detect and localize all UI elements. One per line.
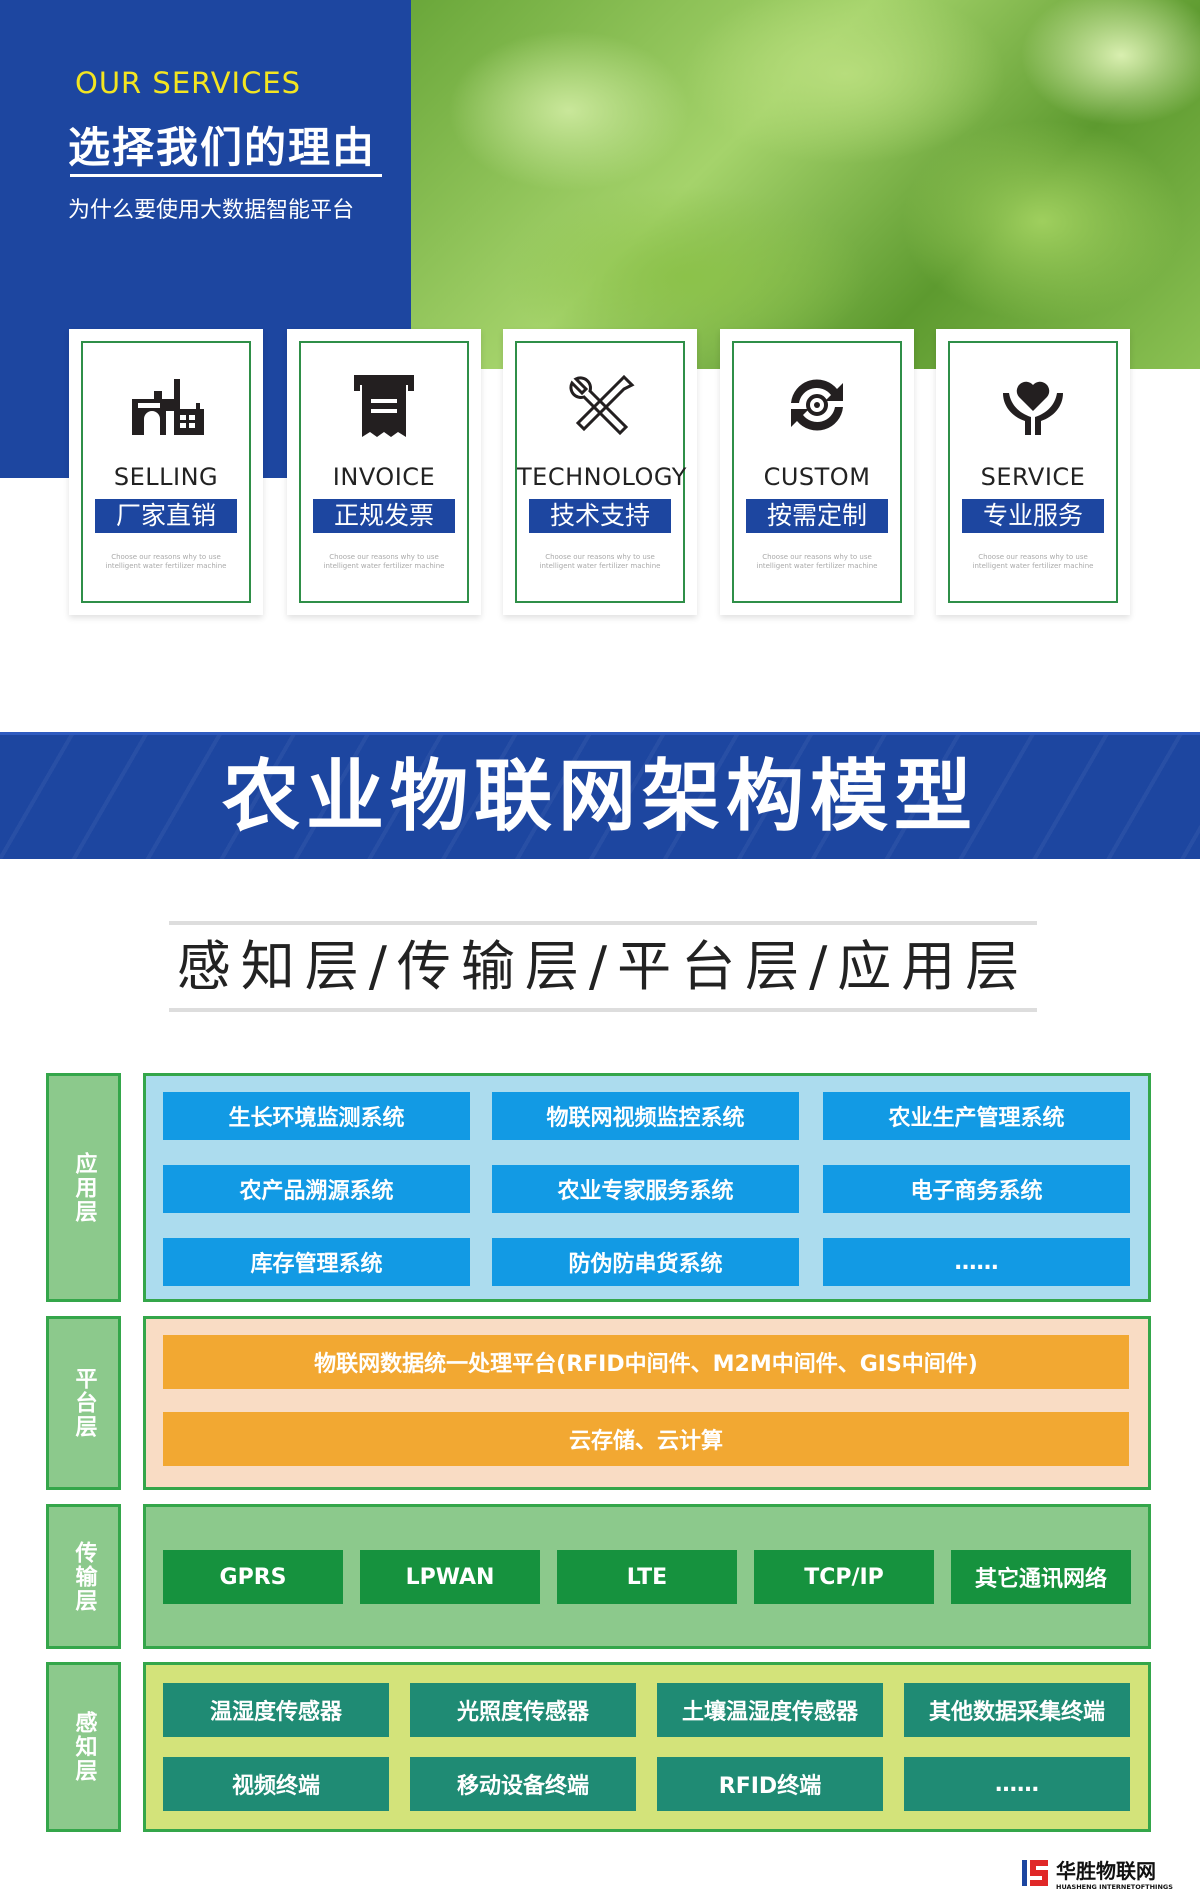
application-item: 生长环境监测系统: [163, 1092, 470, 1140]
card-title-en: TECHNOLOGY: [517, 463, 687, 491]
card-title-cn: 专业服务: [962, 499, 1104, 533]
card-title-cn: 正规发票: [313, 499, 455, 533]
factory-icon: [126, 379, 206, 445]
card-title-en: CUSTOM: [763, 463, 871, 491]
label-transport-layer: 传输层: [46, 1504, 121, 1649]
divider: [169, 1008, 1037, 1012]
application-item: 农业生产管理系统: [823, 1092, 1130, 1140]
section-subtitle: 为什么要使用大数据智能平台: [68, 198, 355, 223]
card-description: Choose our reasons why to use intelligen…: [323, 553, 445, 570]
divider: [169, 921, 1037, 925]
perception-layer: 温湿度传感器光照度传感器土壤温湿度传感器其他数据采集终端视频终端移动设备终端 RF…: [143, 1662, 1151, 1832]
tools-icon: [560, 374, 640, 445]
service-card[interactable]: SELLING 厂家直销 Choose our reasons why to u…: [69, 329, 263, 615]
refresh-gear-icon: [777, 379, 857, 445]
divider: [70, 174, 382, 177]
eyebrow: OUR SERVICES: [75, 66, 302, 100]
card-description: Choose our reasons why to use intelligen…: [539, 553, 661, 570]
application-item: 防伪防串货系统: [492, 1238, 799, 1286]
card-title-cn: 技术支持: [529, 499, 671, 533]
service-card[interactable]: INVOICE 正规发票 Choose our reasons why to u…: [287, 329, 481, 615]
transport-item: 其它通讯网络: [951, 1550, 1131, 1604]
application-item: 物联网视频监控系统: [492, 1092, 799, 1140]
card-title-en: SELLING: [113, 463, 219, 491]
service-card[interactable]: TECHNOLOGY 技术支持 Choose our reasons why t…: [503, 329, 697, 615]
section-title: 选择我们的理由: [68, 123, 377, 172]
card-title-en: INVOICE: [332, 463, 436, 491]
service-card[interactable]: CUSTOM 按需定制 Choose our reasons why to us…: [720, 329, 914, 615]
application-layer: 生长环境监测系统物联网视频监控系统农业生产管理系统农产品溯源系统农业专家服务系统…: [143, 1073, 1151, 1302]
card-title-cn: 厂家直销: [95, 499, 237, 533]
perception-item: 移动设备终端: [410, 1757, 636, 1811]
perception-item: 土壤温湿度传感器: [657, 1683, 883, 1737]
perception-item: 光照度传感器: [410, 1683, 636, 1737]
svg-text:HUASHENG INTERNETOFTHINGS: HUASHENG INTERNETOFTHINGS: [1056, 1883, 1173, 1891]
perception-item: ……: [904, 1757, 1130, 1811]
label-perception-layer: 感知层: [46, 1662, 121, 1832]
perception-item: 温湿度传感器: [163, 1683, 389, 1737]
application-item: 电子商务系统: [823, 1165, 1130, 1213]
lettuce-photo: [411, 0, 1200, 369]
heart-hand-icon: [993, 381, 1073, 445]
card-description: Choose our reasons why to use intelligen…: [972, 553, 1094, 570]
perception-item: RFID终端: [657, 1757, 883, 1811]
label-platform-layer: 平台层: [46, 1316, 121, 1490]
application-item: ……: [823, 1238, 1130, 1286]
invoice-icon: [344, 375, 424, 445]
card-title-cn: 按需定制: [746, 499, 888, 533]
application-item: 农产品溯源系统: [163, 1165, 470, 1213]
label-application-layer: 应用层: [46, 1073, 121, 1302]
perception-item: 其他数据采集终端: [904, 1683, 1130, 1737]
transport-item: GPRS: [163, 1550, 343, 1604]
company-logo: 华胜物联网 HUASHENG INTERNETOFTHINGS: [1020, 1856, 1200, 1892]
application-item: 农业专家服务系统: [492, 1165, 799, 1213]
service-card[interactable]: SERVICE 专业服务 Choose our reasons why to u…: [936, 329, 1130, 615]
card-description: Choose our reasons why to use intelligen…: [756, 553, 878, 570]
transport-item: TCP/IP: [754, 1550, 934, 1604]
card-title-en: SERVICE: [980, 463, 1086, 491]
platform-layer: 物联网数据统一处理平台(RFID中间件、M2M中间件、GIS中间件) 云存储、云计…: [143, 1316, 1151, 1490]
platform-item: 云存储、云计算: [163, 1412, 1129, 1466]
transport-layer: GPRS LPWAN LTE TCP/IP 其它通讯网络: [143, 1504, 1151, 1649]
card-description: Choose our reasons why to use intelligen…: [105, 553, 227, 570]
architecture-banner: 农业物联网架构模型: [0, 732, 1200, 859]
layers-title: 感知层/传输层/平台层/应用层: [176, 935, 1030, 998]
application-item: 库存管理系统: [163, 1238, 470, 1286]
svg-text:华胜物联网: 华胜物联网: [1056, 1859, 1156, 1883]
transport-item: LPWAN: [360, 1550, 540, 1604]
transport-item: LTE: [557, 1550, 737, 1604]
perception-item: 视频终端: [163, 1757, 389, 1811]
platform-item: 物联网数据统一处理平台(RFID中间件、M2M中间件、GIS中间件): [163, 1335, 1129, 1389]
